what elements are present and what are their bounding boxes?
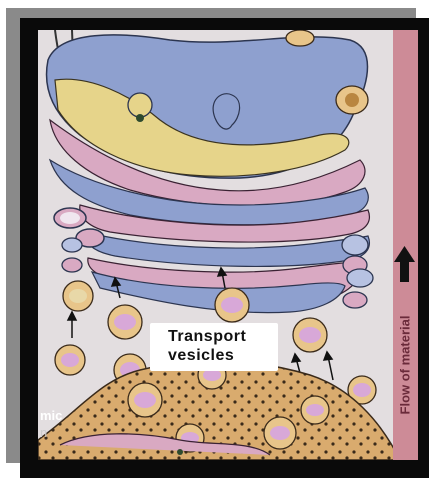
illustration-content	[38, 30, 418, 460]
edge-cut-letter: n	[40, 426, 47, 440]
edge-cut-label: mic	[40, 409, 62, 423]
transport-vesicles-label-line1: Transport	[168, 328, 246, 346]
transport-vesicles-label-line2: vesicles	[168, 347, 234, 365]
flow-of-material-label: Flow of material	[398, 316, 413, 415]
